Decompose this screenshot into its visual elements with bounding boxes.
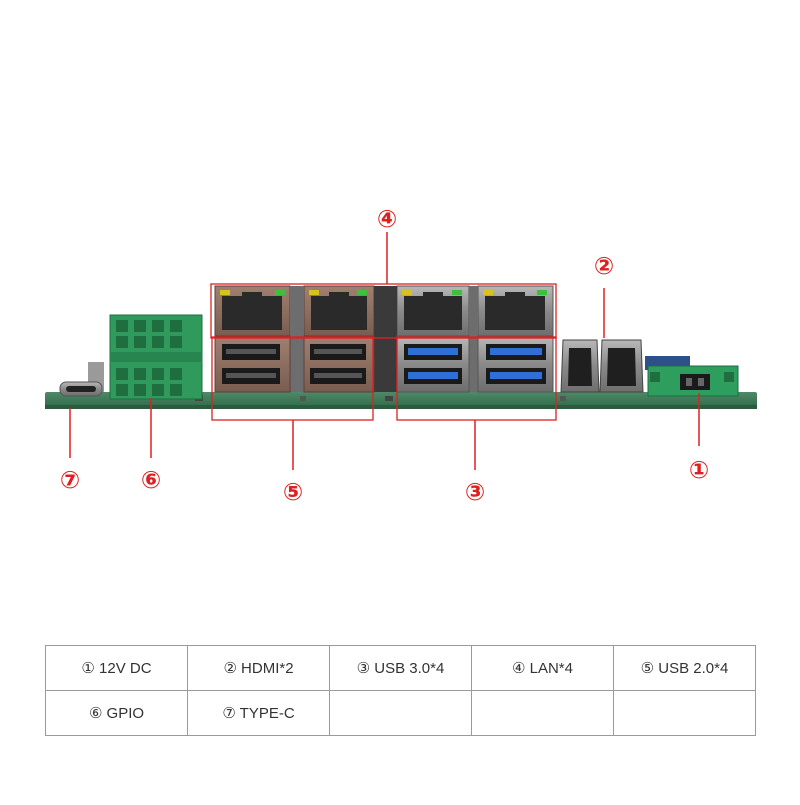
- legend-cell-type-c: ⑦ TYPE-C: [187, 690, 330, 736]
- callout-2: ②: [594, 252, 614, 280]
- rj45-port-icon: [214, 285, 554, 392]
- legend-cell-empty: [471, 690, 614, 736]
- table-row: ① 12V DC ② HDMI*2 ③ USB 3.0*4 ④ LAN*4 ⑤ …: [45, 645, 756, 691]
- lan-highlight: [210, 283, 557, 339]
- usb2-port-icon: [214, 335, 375, 393]
- legend-cell-usb3: ③ USB 3.0*4: [329, 645, 472, 691]
- dc-12v-terminal-icon: [647, 365, 739, 397]
- table-row: ⑥ GPIO ⑦ TYPE-C: [45, 690, 756, 736]
- callout-4: ④: [377, 205, 397, 233]
- legend-cell-usb2: ⑤ USB 2.0*4: [613, 645, 756, 691]
- gpio-terminal-block-icon: [109, 314, 203, 400]
- legend-cell-empty: [613, 690, 756, 736]
- leader-lines: [69, 232, 700, 470]
- legend-cell-empty: [329, 690, 472, 736]
- callout-7: ⑦: [60, 466, 80, 494]
- legend-cell-hdmi: ② HDMI*2: [187, 645, 330, 691]
- legend-cell-gpio: ⑥ GPIO: [45, 690, 188, 736]
- callout-1: ①: [689, 456, 709, 484]
- spec-legend-table: ① 12V DC ② HDMI*2 ③ USB 3.0*4 ④ LAN*4 ⑤ …: [45, 645, 756, 736]
- legend-cell-lan: ④ LAN*4: [471, 645, 614, 691]
- usb-type-c-port-icon: [59, 362, 104, 397]
- callout-3: ③: [465, 478, 485, 506]
- hdmi-port-icon: [560, 339, 690, 393]
- usb3-port-icon: [396, 335, 554, 393]
- legend-cell-12v-dc: ① 12V DC: [45, 645, 188, 691]
- callout-6: ⑥: [141, 466, 161, 494]
- usb3-highlight: [396, 336, 557, 421]
- callout-5: ⑤: [283, 478, 303, 506]
